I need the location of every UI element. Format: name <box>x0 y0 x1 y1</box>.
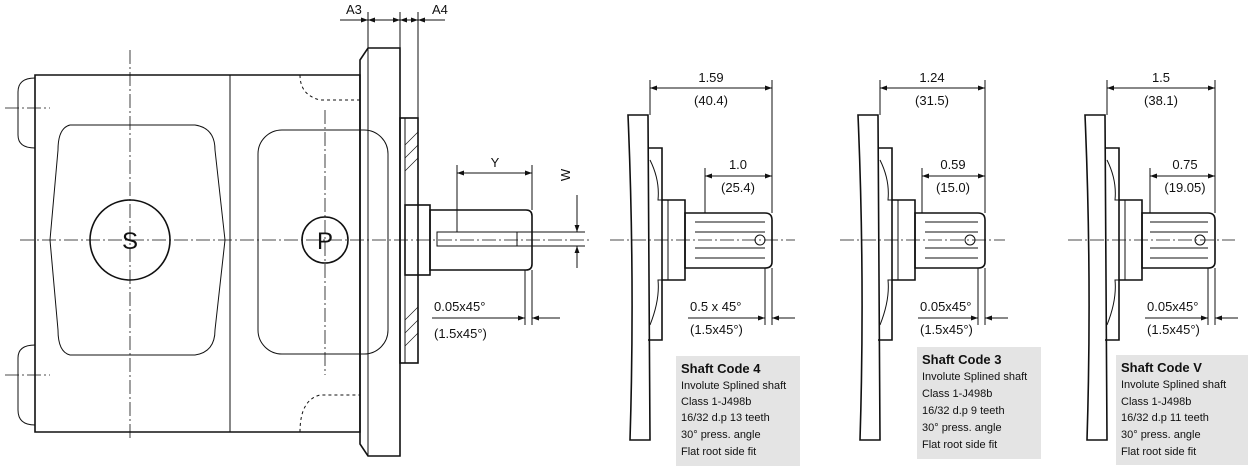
shaft-code-4-title: Shaft Code 4 <box>681 361 761 376</box>
shaft-code-v-spec-line: Class 1-J498b <box>1121 396 1191 408</box>
shaft-v-overall-mm: (38.1) <box>1144 93 1178 108</box>
dim-y-label: Y <box>491 155 500 170</box>
shaft-3-spline-in: 0.59 <box>940 157 965 172</box>
shaft-code-4-spec-box <box>676 356 800 466</box>
pump-chamfer-label: 0.05x45° <box>434 299 485 314</box>
shaft-code-4-spec-line: 30° press. angle <box>681 429 761 441</box>
shaft-3-overall-mm: (31.5) <box>915 93 949 108</box>
shaft-code-3-spec-line: 16/32 d.p 9 teeth <box>922 405 1005 417</box>
shaft-code-3-spec-line: Flat root side fit <box>922 439 997 451</box>
shaft-4-overall-mm: (40.4) <box>694 93 728 108</box>
shaft-code-4-spec-line: Involute Splined shaft <box>681 380 786 392</box>
shaft-v-chamfer-mm: (1.5x45°) <box>1147 322 1200 337</box>
shaft-4-overall-in: 1.59 <box>698 70 723 85</box>
shaft-3-overall-in: 1.24 <box>919 70 944 85</box>
shaft-code-4-spec-line: Flat root side fit <box>681 446 756 458</box>
shaft-v-overall-in: 1.5 <box>1152 70 1170 85</box>
shaft-4-chamfer-mm: (1.5x45°) <box>690 322 743 337</box>
shaft-code-v-title: Shaft Code V <box>1121 360 1202 375</box>
shaft-v-spline-in: 0.75 <box>1172 157 1197 172</box>
suction-port-label: S <box>122 228 138 255</box>
dim-a4-label: A4 <box>432 2 448 17</box>
shaft-code-3-spec-line: Class 1-J498b <box>922 388 992 400</box>
dim-a3-a4 <box>340 12 445 118</box>
shaft-4-spline-mm: (25.4) <box>721 180 755 195</box>
pressure-port-circle <box>301 216 349 264</box>
shaft-code-3-title: Shaft Code 3 <box>922 352 1001 367</box>
shaft-code-3-drawing <box>857 114 986 441</box>
shaft-4-spline-in: 1.0 <box>729 157 747 172</box>
shaft-3-chamfer-mm: (1.5x45°) <box>920 322 973 337</box>
shaft-3-spline-mm: (15.0) <box>936 180 970 195</box>
shaft-code-3-spec-line: 30° press. angle <box>922 422 1002 434</box>
shaft-code-v-drawing <box>1084 114 1216 441</box>
shaft-code-v-spec-line: 16/32 d.p 11 teeth <box>1121 412 1209 424</box>
shaft-code-3-spec-box <box>917 347 1041 459</box>
shaft-code-3-spec-line: Involute Splined shaft <box>922 371 1027 383</box>
shaft-code-4-spec-line: 16/32 d.p 13 teeth <box>681 412 770 424</box>
shaft-code-v-spec-box <box>1116 355 1248 465</box>
pump-chamfer-mm-label: (1.5x45°) <box>434 326 487 341</box>
pump-body <box>17 47 533 457</box>
dim-w-label: W <box>558 168 573 181</box>
shaft-code-v-spec-line: Flat root side fit <box>1121 446 1196 458</box>
shaft-4-chamfer: 0.5 x 45° <box>690 299 741 314</box>
shaft-code-v-spec-line: 30° press. angle <box>1121 429 1201 441</box>
dim-a3-label: A3 <box>346 2 362 17</box>
shaft-code-4-spec-line: Class 1-J498b <box>681 396 751 408</box>
suction-port-circle <box>89 199 171 281</box>
shaft-3-chamfer: 0.05x45° <box>920 299 971 314</box>
shaft-code-v-spec-line: Involute Splined shaft <box>1121 379 1226 391</box>
shaft-v-spline-mm: (19.05) <box>1164 180 1205 195</box>
shaft-v-chamfer: 0.05x45° <box>1147 299 1198 314</box>
pressure-port-label: P <box>317 228 333 255</box>
